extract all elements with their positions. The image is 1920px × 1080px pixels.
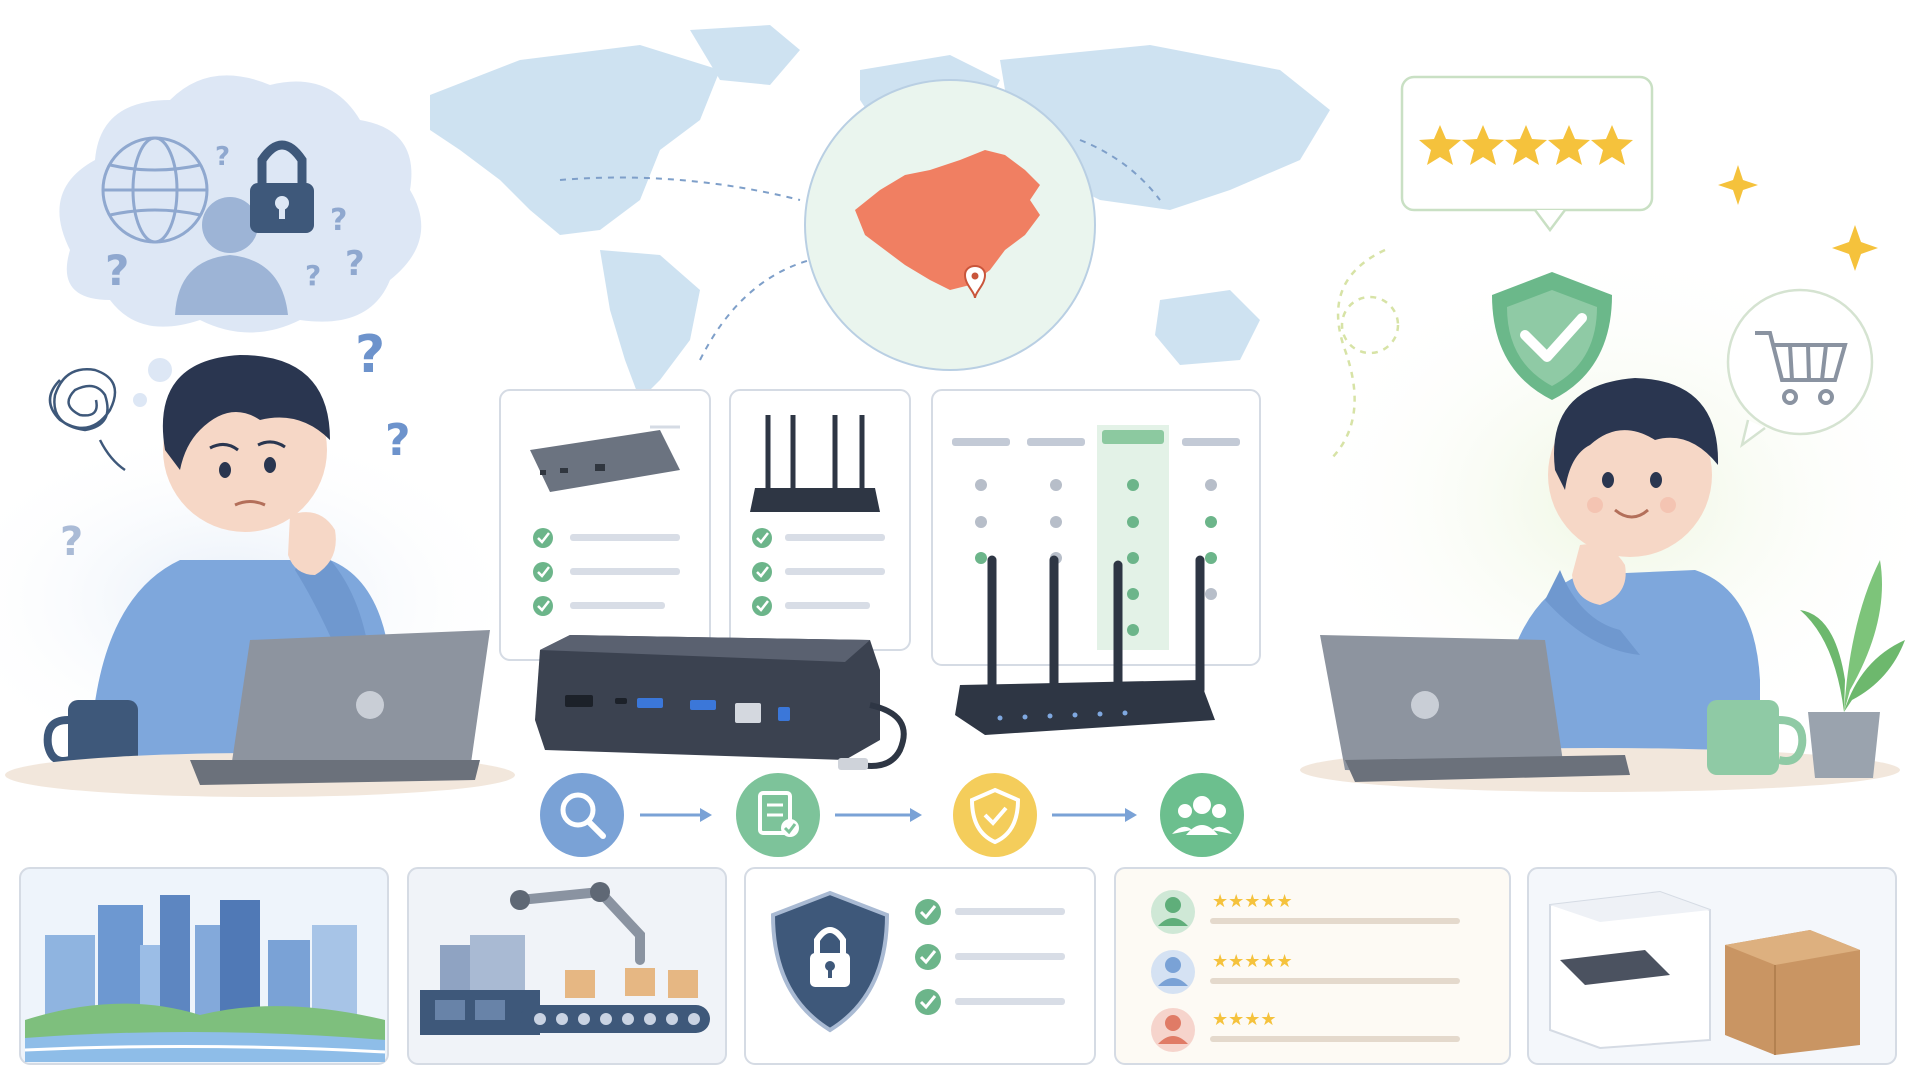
route-line-americas <box>559 176 801 201</box>
decorative-dashed-swirl <box>1329 248 1400 461</box>
comparison-table-card <box>931 389 1261 666</box>
svg-text:?: ? <box>215 142 230 172</box>
location-pin-icon <box>963 265 987 299</box>
router-status-leds <box>997 710 1128 721</box>
map-route-lines <box>559 139 1161 361</box>
question-mark-icon: ? ? ? ? ? <box>105 142 365 295</box>
arrow-icon <box>1052 808 1137 822</box>
confusion-scribble-icon <box>48 368 126 472</box>
svg-text:?: ? <box>105 246 129 295</box>
svg-text:?: ? <box>385 415 411 466</box>
check-icon <box>533 596 553 616</box>
search-icon <box>540 773 624 857</box>
review-row: ★★★★★ <box>1151 950 1460 994</box>
australia-shape <box>1155 290 1260 365</box>
usb-port <box>690 700 716 710</box>
check-icon <box>533 562 553 582</box>
card-city <box>19 867 389 1065</box>
usb-c-docking-station <box>535 635 907 770</box>
check-icon <box>752 596 772 616</box>
review-row: ★★★★★ <box>1151 890 1460 934</box>
table-headers <box>952 430 1240 446</box>
potted-plant-icon <box>1800 560 1905 778</box>
svg-text:?: ? <box>60 519 83 565</box>
svg-text:★★★★: ★★★★ <box>1212 1009 1277 1030</box>
usb-c-cable <box>859 702 907 769</box>
shield-check-icon <box>953 773 1037 857</box>
product-box-icon <box>1549 890 1860 1055</box>
factory-robot-arm-icon <box>420 882 710 1035</box>
star-rating-icon <box>1419 125 1633 165</box>
card-packaging <box>1527 867 1897 1065</box>
china-globe <box>804 79 1096 371</box>
check-icon <box>752 528 772 548</box>
right-person-hand <box>1572 544 1626 605</box>
product-card-dock <box>499 389 711 661</box>
table-dots <box>975 479 1217 636</box>
large-shield-check-icon <box>1492 272 1612 400</box>
svg-text:?: ? <box>330 203 347 238</box>
concern-thought-cloud: ? ? ? ? ? <box>59 75 422 407</box>
route-line-europe <box>1079 139 1161 201</box>
svg-text:?: ? <box>305 259 321 292</box>
arrow-icon <box>640 808 712 822</box>
right-laptop <box>1320 635 1630 782</box>
city-skyline-icon <box>24 895 386 1062</box>
left-person-hair <box>162 355 330 470</box>
left-laptop <box>190 630 490 785</box>
china-map-highlight <box>855 150 1040 290</box>
right-person-hair <box>1554 378 1719 490</box>
svg-text:★★★★★: ★★★★★ <box>1212 951 1293 972</box>
padlock-icon <box>250 140 314 233</box>
highlighted-column <box>1097 425 1169 650</box>
svg-text:?: ? <box>355 325 385 385</box>
card-reviews: ★★★★★ ★★★★★ ★★★★ <box>1114 867 1511 1065</box>
floating-question-marks: ? ? ? <box>60 325 411 565</box>
card-security <box>744 867 1096 1065</box>
hdmi-port <box>565 695 593 707</box>
right-person-arm <box>1545 570 1640 655</box>
shopping-cart-icon <box>1755 331 1848 405</box>
sparkle-icon <box>1718 165 1878 271</box>
shopping-cart-bubble <box>1726 288 1874 449</box>
left-person-hand <box>288 512 336 575</box>
document-check-icon <box>736 773 820 857</box>
person-silhouette-icon <box>175 197 288 315</box>
arrow-icon <box>835 808 922 822</box>
wifi-router <box>955 555 1215 735</box>
router-feature-checklist <box>752 528 885 616</box>
right-mug-icon <box>1707 700 1807 775</box>
security-checklist-icon <box>770 890 1065 1033</box>
north-america-shape <box>430 45 720 235</box>
globe-icon <box>101 136 209 244</box>
route-line-south <box>699 259 811 361</box>
customer-reviews-icon: ★★★★★ ★★★★★ ★★★★ <box>1151 890 1460 1052</box>
svg-text:?: ? <box>345 244 365 284</box>
router-thumbnail <box>750 415 880 512</box>
left-coffee-mug-icon <box>43 700 138 772</box>
dock-feature-checklist <box>533 528 680 616</box>
ethernet-port <box>735 703 761 723</box>
svg-text:★★★★★: ★★★★★ <box>1212 891 1293 912</box>
users-icon <box>1160 773 1244 857</box>
confident-person <box>1495 378 1760 780</box>
greenland-shape <box>690 25 800 85</box>
process-steps <box>540 773 1244 857</box>
card-factory <box>407 867 727 1065</box>
check-icon <box>533 528 553 548</box>
right-person-body <box>1495 570 1760 780</box>
docking-station-thumbnail <box>530 430 680 492</box>
product-card-router <box>729 389 911 651</box>
check-icon <box>752 562 772 582</box>
rating-speech-bubble <box>1400 75 1654 233</box>
south-america-shape <box>600 250 700 400</box>
review-row: ★★★★ <box>1151 1008 1460 1052</box>
usb-port <box>637 698 663 708</box>
